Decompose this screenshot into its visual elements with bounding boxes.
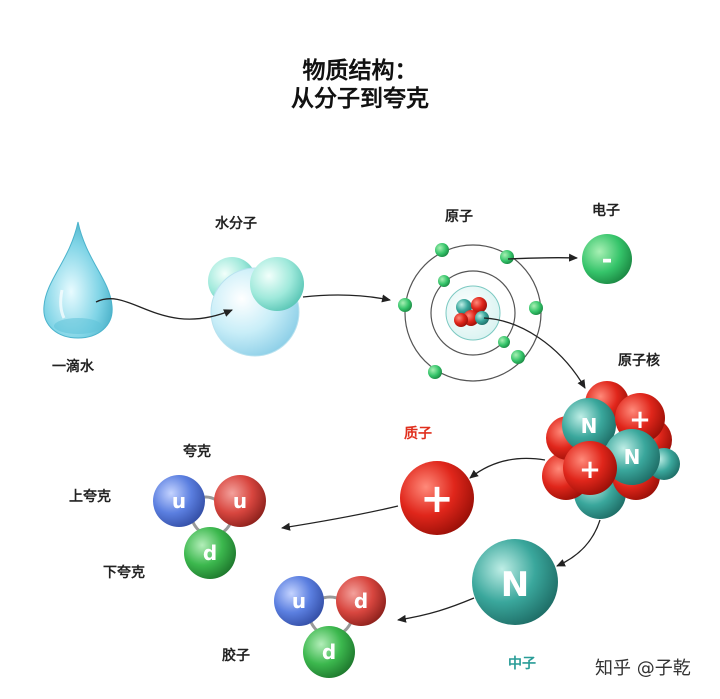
label-drop: 一滴水	[52, 359, 94, 375]
title-line-2: 从分子到夸克	[291, 86, 429, 112]
title-line-1: 物质结构：	[302, 58, 418, 84]
arrow-proton-to-quarks	[281, 505, 399, 531]
arrow-atom-to-nucleus	[483, 317, 586, 389]
neutron-particle: N	[472, 539, 558, 625]
label-down-quark: 下夸克	[103, 565, 145, 581]
electron-symbol: -	[602, 245, 613, 275]
label-atom: 原子	[445, 209, 473, 225]
label-quark: 夸克	[183, 444, 211, 460]
arrow-neutron-to-quarks	[397, 597, 475, 623]
nucleus-neutron-symbol-2: N	[624, 445, 641, 469]
label-water-molecule: 水分子	[215, 216, 257, 232]
water-molecule	[208, 257, 304, 357]
label-electron: 电子	[592, 203, 620, 219]
quark-group-proton: u u d	[153, 475, 266, 579]
quark-d-symbol-2: d	[354, 589, 368, 613]
quark-u-symbol-1: u	[172, 489, 186, 513]
electron-particle: -	[582, 234, 632, 284]
proton-particle: +	[400, 461, 474, 535]
nucleus: N + N +	[542, 381, 680, 519]
arrow-atom-to-electron	[507, 253, 578, 262]
quark-d-symbol-1: d	[203, 541, 217, 565]
nucleus-proton-symbol-2: +	[579, 455, 601, 485]
label-nucleus: 原子核	[618, 353, 660, 369]
water-drop	[43, 221, 113, 339]
watermark: 知乎 @子乾	[595, 658, 691, 679]
arrow-nucleus-to-proton	[469, 457, 546, 479]
nucleus-proton-symbol-1: +	[629, 405, 651, 435]
atom	[398, 243, 543, 382]
atom-electrons	[398, 243, 543, 379]
quark-u-symbol-3: u	[292, 589, 306, 613]
label-up-quark: 上夸克	[69, 489, 111, 505]
arrow-nucleus-to-neutron	[556, 519, 601, 567]
arrow-drop-to-molecule	[95, 298, 233, 320]
neutron-symbol: N	[501, 565, 529, 605]
arrows	[95, 253, 601, 623]
quark-group-neutron: u d d	[274, 576, 386, 678]
label-neutron: 中子	[508, 656, 536, 672]
arrow-molecule-to-atom	[302, 294, 391, 303]
label-gluon: 胶子	[222, 648, 250, 664]
label-proton: 质子	[404, 426, 432, 442]
quark-d-symbol-3: d	[322, 640, 336, 664]
nucleus-neutron-symbol-1: N	[581, 414, 598, 438]
proton-symbol: +	[420, 476, 454, 522]
quark-u-symbol-2: u	[233, 489, 247, 513]
